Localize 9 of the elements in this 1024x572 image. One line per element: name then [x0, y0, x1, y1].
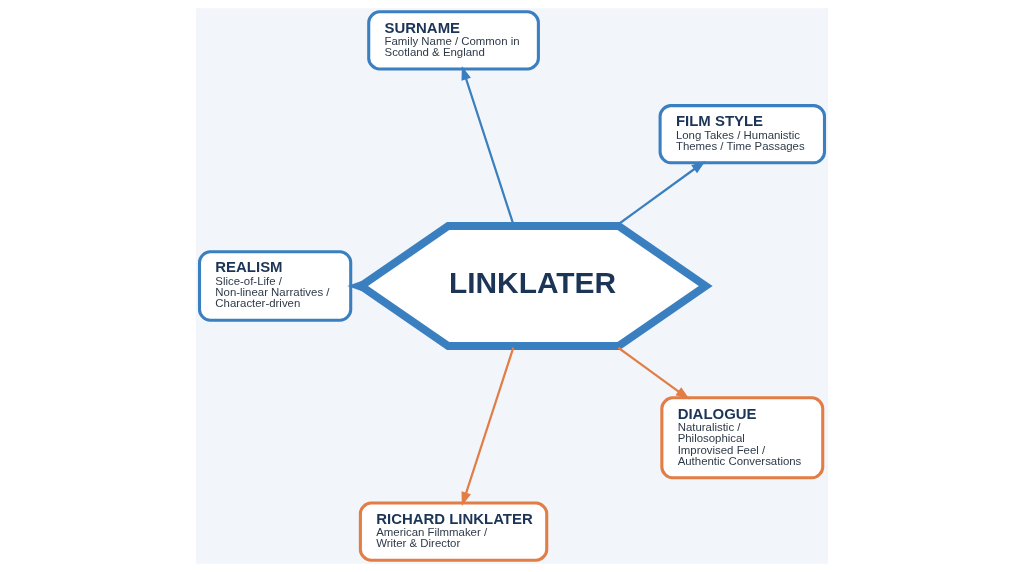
node-box: RICHARD LINKLATER American Filmmaker / Writer & Director	[358, 501, 549, 562]
node-box: REALISM Slice-of-Life / Non-linear Narratives / Character-driven	[198, 250, 353, 322]
node-box: FILM STYLE Long Takes / Humanistic Themes / Time Passages	[658, 104, 826, 165]
arrow	[461, 347, 515, 507]
arrow	[617, 346, 690, 400]
node-box: SURNAME Family Name / Common in Scotland & England	[367, 10, 540, 71]
arrow	[617, 160, 706, 226]
arrow	[461, 65, 515, 225]
node-box: DIALOGUE Naturalistic / Philosophical Improvised Feel / Authentic Conversations	[660, 396, 825, 480]
